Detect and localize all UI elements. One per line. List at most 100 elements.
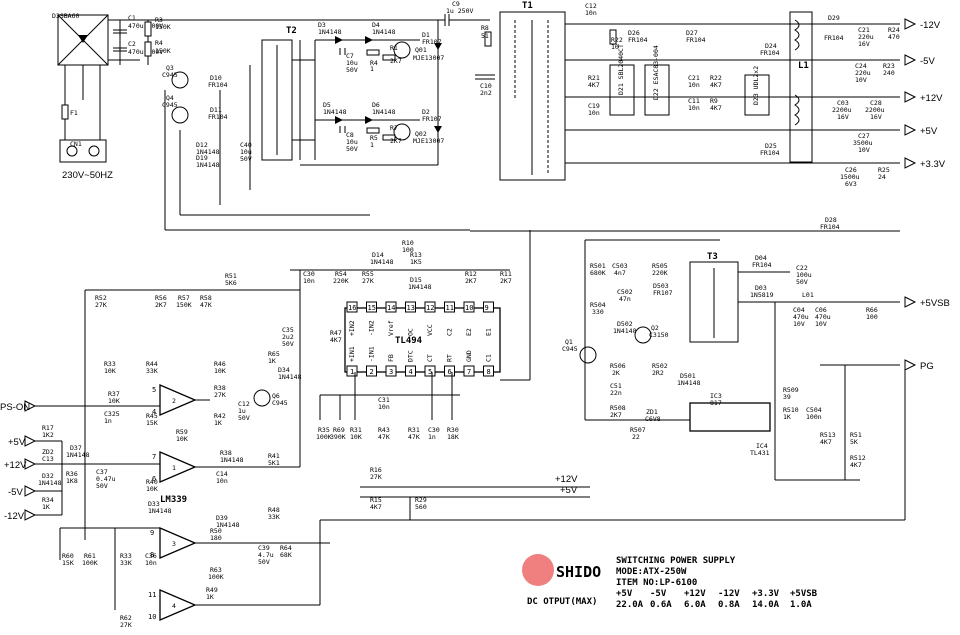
svg-text:R513: R513 <box>820 431 836 439</box>
svg-text:9: 9 <box>150 529 154 537</box>
tl494-pin-name: +IN1 <box>348 346 356 362</box>
tl494-pin-5 <box>424 365 436 377</box>
svg-text:16V: 16V <box>837 113 849 121</box>
rail-pos12: +12V <box>904 91 943 104</box>
svg-text:R36: R36 <box>66 470 78 478</box>
svg-text:R66: R66 <box>866 306 878 314</box>
svg-text:R508: R508 <box>610 404 626 412</box>
svg-text:R15: R15 <box>370 496 382 504</box>
tl494-pin-7 <box>463 365 475 377</box>
tl494-pin-15 <box>366 301 377 313</box>
svg-text:R10: R10 <box>402 239 414 247</box>
svg-text:10: 10 <box>148 613 156 621</box>
svg-text:C12: C12 <box>585 2 597 10</box>
svg-text:D28: D28 <box>825 216 837 224</box>
svg-text:4K7: 4K7 <box>588 81 600 89</box>
svg-text:Q6: Q6 <box>272 392 280 400</box>
svg-text:4: 4 <box>172 602 176 610</box>
svg-text:C35: C35 <box>282 326 294 334</box>
svg-text:1N4148: 1N4148 <box>372 28 396 36</box>
bridge-label: D3SBA60 <box>52 12 79 20</box>
svg-text:R45: R45 <box>146 412 158 420</box>
svg-text:D15: D15 <box>410 276 422 284</box>
tl494-pin-name: +IN2 <box>348 320 356 336</box>
svg-text:4n7: 4n7 <box>614 269 626 277</box>
tl494-pin-name: FB <box>387 354 395 362</box>
svg-text:D33: D33 <box>148 500 160 508</box>
svg-text:22n: 22n <box>610 389 622 397</box>
svg-text:R4: R4 <box>370 59 378 67</box>
signal-12v-in: +12V <box>4 458 37 471</box>
svg-text:D5: D5 <box>323 101 331 109</box>
svg-text:R64: R64 <box>280 544 292 552</box>
svg-text:1: 1 <box>370 141 374 149</box>
svg-text:50V: 50V <box>282 340 294 348</box>
svg-text:10n: 10n <box>688 81 700 89</box>
svg-text:D10: D10 <box>210 74 222 82</box>
svg-text:R23: R23 <box>883 62 895 70</box>
svg-text:D25: D25 <box>765 142 777 150</box>
title-line-3: ITEM NO:LP-6100 <box>616 578 697 588</box>
svg-text:7: 7 <box>152 453 156 461</box>
signal-ps-on: PS-ON <box>0 400 37 413</box>
svg-text:10n: 10n <box>588 109 600 117</box>
svg-text:4: 4 <box>152 408 156 416</box>
svg-text:10K: 10K <box>214 367 226 375</box>
tl494-pin-name: -IN2 <box>368 320 376 336</box>
svg-text:+3.3V: +3.3V <box>920 159 946 170</box>
svg-text:R22: R22 <box>710 74 722 82</box>
svg-text:R47: R47 <box>330 329 342 337</box>
signal-neg12-in: -12V <box>4 509 37 522</box>
svg-text:220K: 220K <box>333 277 349 285</box>
l1-label: L1 <box>798 61 809 71</box>
svg-text:100: 100 <box>402 246 414 254</box>
svg-text:8: 8 <box>150 551 154 559</box>
svg-text:R34: R34 <box>42 496 54 504</box>
svg-text:R8: R8 <box>481 24 489 32</box>
tl494-pin-num: 11 <box>446 304 454 312</box>
brand-logo <box>522 554 554 586</box>
svg-text:PG: PG <box>920 361 934 372</box>
svg-text:470: 470 <box>888 33 900 41</box>
svg-text:1500u: 1500u <box>840 173 860 181</box>
svg-text:0.47u: 0.47u <box>96 475 116 483</box>
svg-text:MJE13007: MJE13007 <box>413 137 444 145</box>
svg-text:R11: R11 <box>500 270 512 278</box>
rail-pos3v3: +3.3V <box>904 157 946 170</box>
svg-text:FR104: FR104 <box>760 49 780 57</box>
svg-text:C7: C7 <box>346 52 354 60</box>
svg-text:R52: R52 <box>95 294 107 302</box>
svg-text:150K: 150K <box>155 23 171 31</box>
tl494-pin-name: -IN1 <box>368 346 376 362</box>
svg-text:D21 SBL2040CT: D21 SBL2040CT <box>617 44 625 95</box>
svg-text:1K: 1K <box>783 413 791 421</box>
svg-text:+5V: +5V <box>560 485 578 496</box>
signal-neg5-in: -5V <box>8 485 37 498</box>
svg-text:2n2: 2n2 <box>480 89 492 97</box>
output-voltage-3: -12V <box>718 589 740 599</box>
t3-label: T3 <box>707 252 718 262</box>
svg-text:6V3: 6V3 <box>845 180 857 188</box>
svg-text:39: 39 <box>783 393 791 401</box>
svg-text:R37: R37 <box>108 390 120 398</box>
svg-text:Q2: Q2 <box>651 324 659 332</box>
svg-text:R507: R507 <box>630 426 646 434</box>
svg-text:R60: R60 <box>62 552 74 560</box>
svg-text:470u: 470u <box>815 313 831 321</box>
svg-text:10u: 10u <box>346 138 358 146</box>
svg-text:150K: 150K <box>155 47 171 55</box>
svg-text:150K: 150K <box>176 301 192 309</box>
svg-text:1N4148: 1N4148 <box>372 108 396 116</box>
svg-text:FR104: FR104 <box>686 36 706 44</box>
tl494-pin-num: 8 <box>487 368 491 376</box>
svg-text:1u: 1u <box>238 407 246 415</box>
svg-text:1n: 1n <box>104 417 112 425</box>
svg-text:D39: D39 <box>216 514 228 522</box>
svg-text:4K7: 4K7 <box>710 81 722 89</box>
tl494-ic: TL494 16+IN215-IN214Vref13OC12VCC11C210E… <box>344 301 501 377</box>
svg-text:10n: 10n <box>585 9 597 17</box>
svg-text:-5V: -5V <box>920 56 935 67</box>
svg-text:C945: C945 <box>562 345 578 353</box>
svg-text:C945: C945 <box>162 71 178 79</box>
svg-text:10u: 10u <box>346 59 358 67</box>
